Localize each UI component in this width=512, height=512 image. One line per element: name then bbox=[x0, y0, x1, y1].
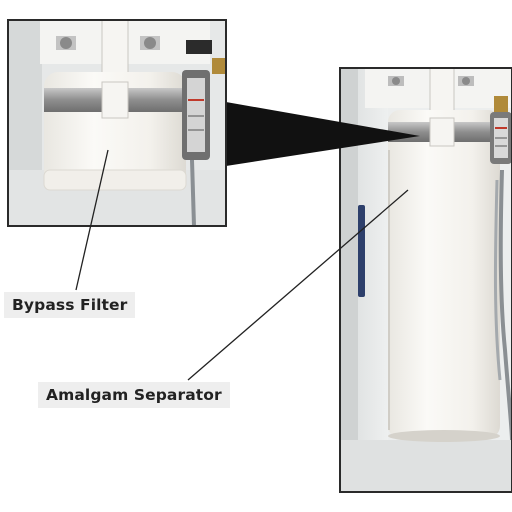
bypass-filter-canister bbox=[43, 72, 187, 191]
bypass-filter-label: Bypass Filter bbox=[4, 292, 136, 318]
bypass-filter-leader-line bbox=[75, 149, 109, 291]
pressure-gauge bbox=[490, 96, 512, 164]
amalgam-separator-label: Amalgam Separator bbox=[38, 382, 230, 408]
amalgam-separator-leader-line bbox=[187, 189, 409, 381]
hose bbox=[498, 169, 512, 441]
zoom-callout-wedge bbox=[226, 102, 420, 166]
inset-photo-panel bbox=[7, 19, 227, 227]
amalgam-separator-canister bbox=[388, 110, 500, 442]
indicator-slot bbox=[358, 205, 365, 297]
